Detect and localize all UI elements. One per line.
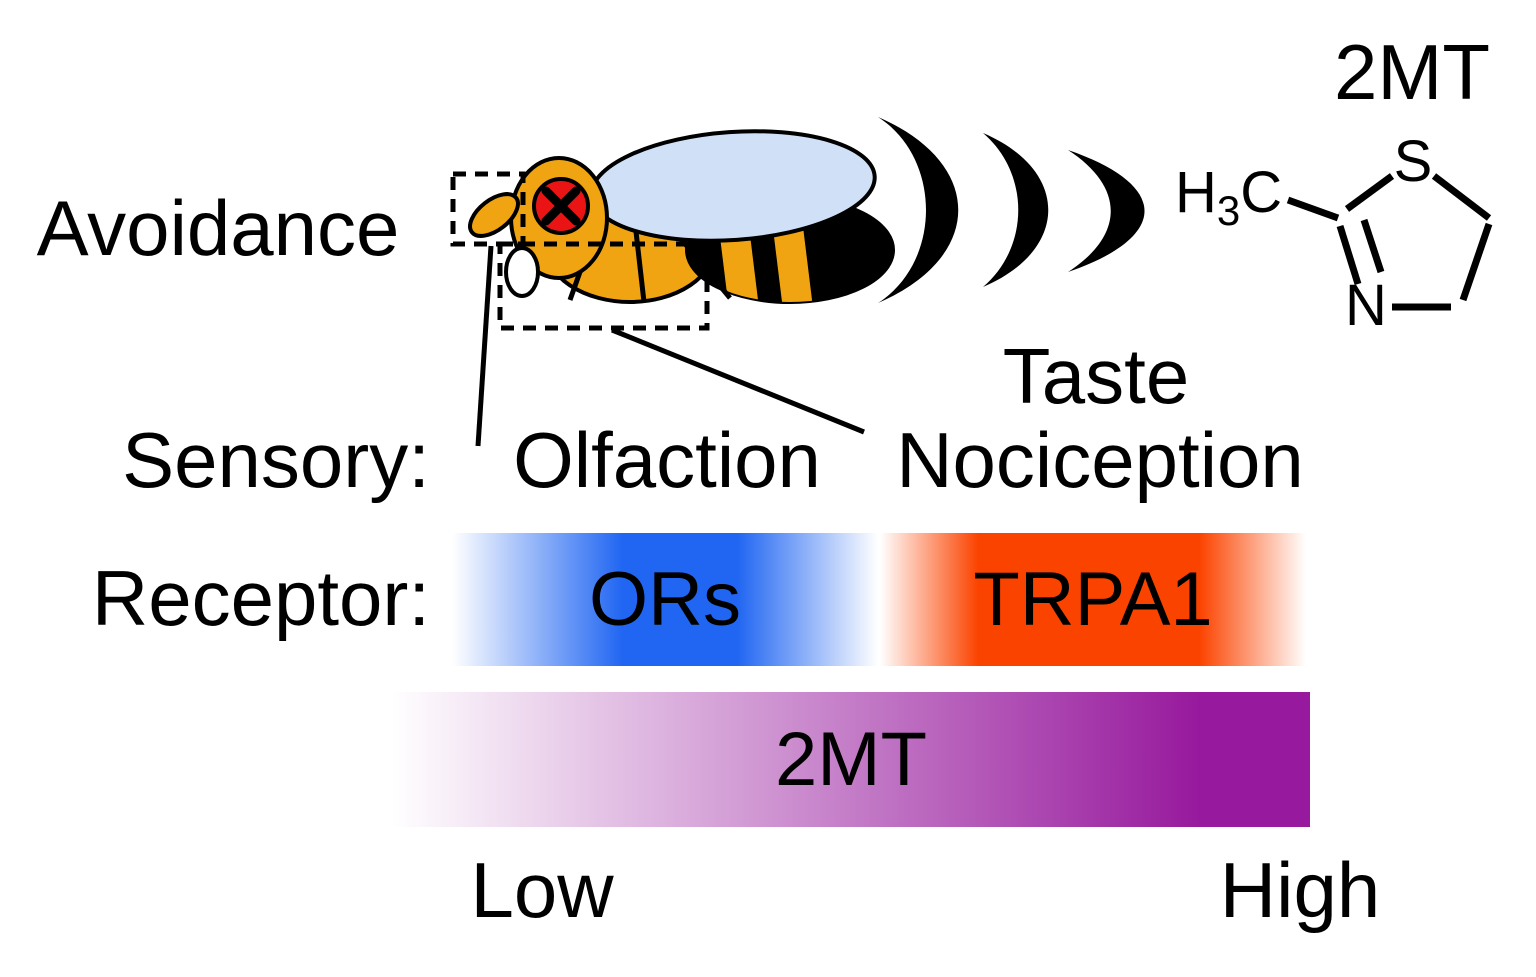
- fly-antenna: [468, 192, 520, 238]
- high-concentration-label: High: [1219, 846, 1381, 934]
- olfaction-leader-line: [475, 245, 494, 447]
- chemical-structure-2mt: S N H3C: [1175, 129, 1493, 338]
- fly-proboscis: [504, 246, 540, 298]
- concentration-gradient-bar: 2MT: [392, 692, 1310, 827]
- nitrogen-atom-label: N: [1345, 273, 1387, 338]
- taste-dashed-box: [497, 241, 710, 331]
- methyl-c: C: [1240, 160, 1282, 225]
- low-concentration-label: Low: [470, 846, 614, 934]
- methyl-group-label: H3C: [1175, 160, 1282, 234]
- or-receptor-gradient-bar: ORs: [452, 533, 878, 666]
- avoidance-label: Avoidance: [36, 184, 400, 272]
- nociception-leader-line: [611, 327, 865, 435]
- fly-eye-x-icon: [541, 186, 581, 226]
- sensory-row-label: Sensory:: [122, 416, 430, 504]
- nociception-label: Nociception: [896, 416, 1304, 504]
- odor-wave-3-icon: [1068, 150, 1145, 272]
- sulfur-atom-label: S: [1394, 129, 1433, 194]
- taste-label: Taste: [1002, 332, 1190, 420]
- antenna-dashed-box: [450, 171, 526, 247]
- olfaction-label: Olfaction: [513, 416, 821, 504]
- odor-wave-1-icon: [878, 117, 959, 303]
- odor-wave-2-icon: [983, 133, 1049, 287]
- methyl-h: H: [1175, 160, 1217, 225]
- chemical-bonds: [1286, 173, 1493, 311]
- compound-title-label: 2MT: [1334, 28, 1490, 116]
- odor-waves-icon: [878, 117, 1145, 303]
- receptor-row-label: Receptor:: [91, 554, 431, 642]
- methyl-subscript: 3: [1217, 187, 1240, 234]
- concentration-bar-label: 2MT: [775, 716, 927, 802]
- trpa1-receptor-gradient-bar: TRPA1: [880, 533, 1306, 666]
- trpa1-label: TRPA1: [973, 556, 1213, 642]
- fly-illustration: [468, 129, 895, 304]
- ors-label: ORs: [589, 556, 741, 642]
